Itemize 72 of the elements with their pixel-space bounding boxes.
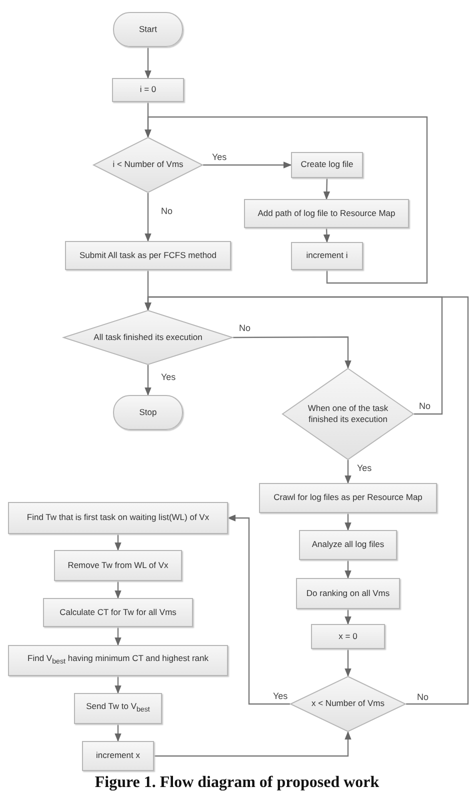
node-label: Find V$_{best}$ having minimum CT and highest rank xyxy=(26,653,210,668)
process-box xyxy=(82,741,154,771)
arrow xyxy=(114,581,122,599)
arrow xyxy=(144,365,152,396)
node-label: i < Number of Vms xyxy=(112,159,184,171)
process-box xyxy=(65,241,231,270)
arrow xyxy=(323,228,330,243)
node-label: Remove Tw from WL of Vx xyxy=(66,560,170,572)
node-label: x = 0 xyxy=(338,630,358,642)
decision-diamond xyxy=(290,676,406,732)
arrow xyxy=(114,534,122,551)
node-label: Add path of log file to Resource Map xyxy=(256,208,396,220)
process-box xyxy=(8,645,228,676)
node-label: Do ranking on all Vms xyxy=(305,588,391,600)
arrow xyxy=(203,162,292,168)
edge-label: Yes xyxy=(356,464,373,474)
figure-caption: Figure 1. Flow diagram of proposed work xyxy=(94,774,380,792)
process-box xyxy=(259,483,437,513)
node-label: i = 0 xyxy=(138,84,158,96)
arrow xyxy=(233,336,352,369)
process-box xyxy=(296,578,400,609)
decision-diamond xyxy=(93,137,203,193)
node-label: Find Tw that is first task on waiting list(WL) of Vx xyxy=(26,512,210,524)
process-box xyxy=(291,242,363,270)
node-label: Create log file xyxy=(300,159,354,171)
process-box xyxy=(112,78,184,102)
process-box xyxy=(291,152,363,178)
terminal-box xyxy=(113,12,183,47)
edge-label: No xyxy=(160,207,174,217)
edge-label: No xyxy=(418,402,432,412)
node-label: Analyze all log files xyxy=(310,539,386,551)
process-box xyxy=(8,502,228,534)
terminal-box xyxy=(113,395,183,430)
arrow xyxy=(114,627,122,646)
node-label: increment i xyxy=(305,250,349,262)
node-label: Submit All task as per FCFS method xyxy=(78,250,218,262)
arrow xyxy=(114,676,122,694)
edge-label: No xyxy=(416,693,430,703)
arrow xyxy=(344,513,352,531)
arrow xyxy=(144,116,428,284)
arrow xyxy=(323,178,330,200)
arrow xyxy=(114,724,122,742)
node-label: x < Number of Vms xyxy=(310,698,386,710)
decision-diamond xyxy=(282,368,414,460)
arrow xyxy=(344,649,352,677)
node-label: increment x xyxy=(95,750,141,762)
arrow xyxy=(154,731,352,757)
arrow xyxy=(344,560,352,579)
arrow xyxy=(227,514,290,705)
process-box xyxy=(311,624,385,649)
arrow xyxy=(344,460,352,484)
decision-diamond xyxy=(63,310,233,365)
node-label: Crawl for log files as per Resource Map xyxy=(272,492,424,504)
node-label: Stop xyxy=(138,406,158,418)
edge-label: Yes xyxy=(160,373,177,383)
node-label: Calculate CT for Tw for all Vms xyxy=(58,606,178,618)
node-label: Send Tw to V$_{best}$ xyxy=(85,701,151,716)
edge-label: Yes xyxy=(272,692,289,702)
process-box xyxy=(74,693,162,724)
edge-label: No xyxy=(238,324,252,334)
arrow xyxy=(144,47,152,79)
node-label: All task finished its execution xyxy=(92,332,204,344)
arrow xyxy=(344,609,352,625)
process-box xyxy=(54,550,182,581)
process-box xyxy=(244,199,409,228)
arrow xyxy=(144,193,152,242)
arrow xyxy=(144,296,469,705)
edge-label: Yes xyxy=(211,153,228,163)
process-box xyxy=(43,598,193,627)
node-label: When one of the task finished its execution xyxy=(306,402,390,426)
node-label: Start xyxy=(138,24,158,36)
process-box xyxy=(299,530,397,560)
